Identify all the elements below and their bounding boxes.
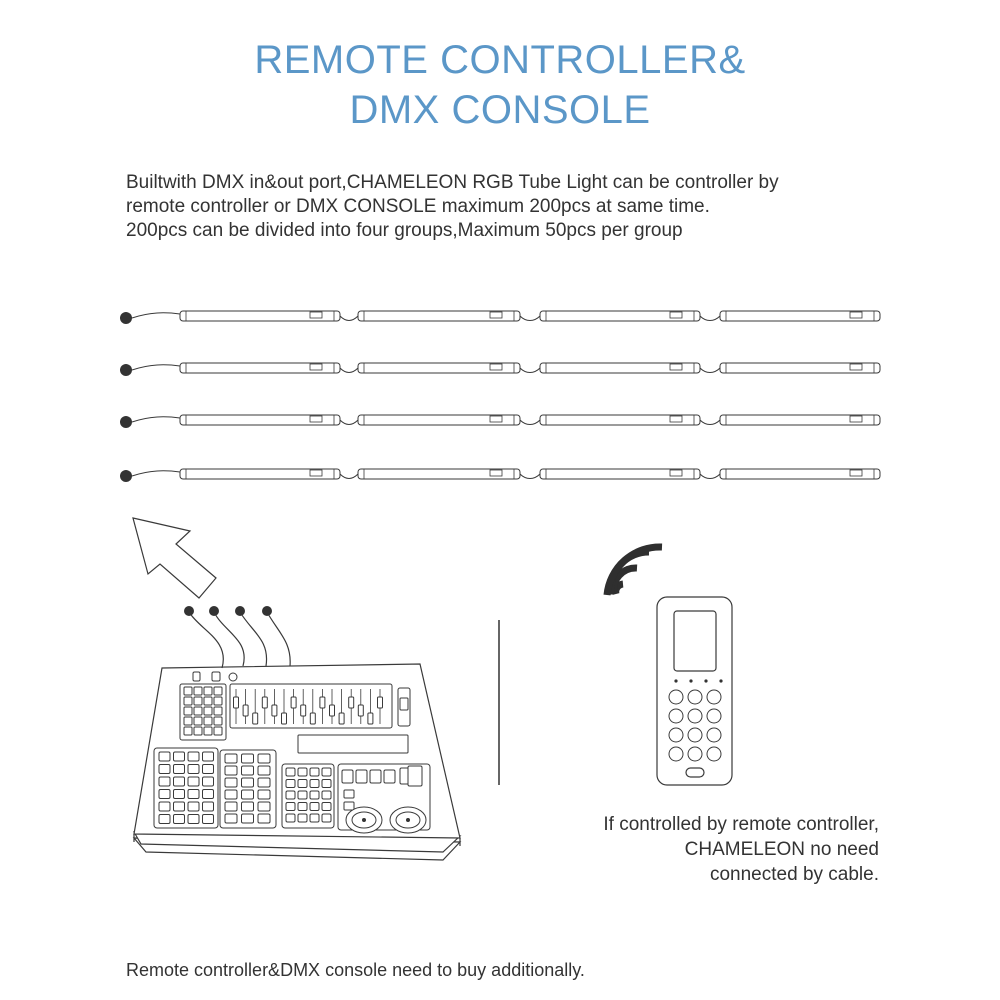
intro-line: 200pcs can be divided into four groups,M… bbox=[126, 220, 683, 241]
intro-line: Builtwith DMX in&out port,CHAMELEON RGB … bbox=[126, 172, 779, 193]
tube-light-row bbox=[120, 468, 881, 482]
tube-light bbox=[719, 468, 881, 480]
tube-light bbox=[719, 362, 881, 374]
remote-note: If controlled by remote controller, CHAM… bbox=[603, 812, 879, 887]
remote-note-line: CHAMELEON no need bbox=[684, 839, 879, 860]
dmx-connector-icon bbox=[235, 606, 245, 616]
tube-light bbox=[719, 414, 881, 426]
connector-plug-icon bbox=[120, 416, 132, 428]
dmx-console bbox=[132, 663, 462, 861]
tube-light bbox=[719, 310, 881, 322]
page-title-line-2: DMX CONSOLE bbox=[349, 88, 651, 132]
dmx-connector-icon bbox=[262, 606, 272, 616]
remote-button bbox=[687, 689, 703, 705]
connector-plug-icon bbox=[120, 470, 132, 482]
remote-button bbox=[706, 689, 722, 705]
tube-light-rows bbox=[120, 310, 881, 482]
remote-button bbox=[668, 746, 684, 762]
connector-plug-icon bbox=[120, 312, 132, 324]
tube-light-row bbox=[120, 362, 881, 376]
dmx-connector-icon bbox=[209, 606, 219, 616]
remote-button bbox=[706, 727, 722, 743]
footer-note: Remote controller&DMX console need to bu… bbox=[126, 960, 585, 980]
remote-button bbox=[706, 746, 722, 762]
remote-note-line: connected by cable. bbox=[709, 864, 879, 885]
intro-text: Builtwith DMX in&out port,CHAMELEON RGB … bbox=[126, 171, 886, 243]
intro-line: remote controller or DMX CONSOLE maximum… bbox=[126, 196, 710, 217]
remote-button bbox=[668, 708, 684, 724]
dmx-connector-icon bbox=[184, 606, 194, 616]
tube-light-row bbox=[120, 414, 881, 428]
wireless-signal-icon bbox=[603, 543, 663, 596]
remote-button bbox=[687, 708, 703, 724]
connector-plug-icon bbox=[120, 364, 132, 376]
remote-button bbox=[706, 708, 722, 724]
page-title-line-1: REMOTE CONTROLLER& bbox=[254, 38, 746, 82]
remote-button bbox=[687, 727, 703, 743]
remote-controller bbox=[656, 596, 733, 786]
remote-button bbox=[668, 689, 684, 705]
remote-note-line: If controlled by remote controller, bbox=[603, 814, 879, 835]
console-cables bbox=[184, 606, 291, 669]
remote-button bbox=[687, 746, 703, 762]
direction-arrow-icon bbox=[132, 517, 217, 599]
remote-button bbox=[668, 727, 684, 743]
tube-light-row bbox=[120, 310, 881, 324]
